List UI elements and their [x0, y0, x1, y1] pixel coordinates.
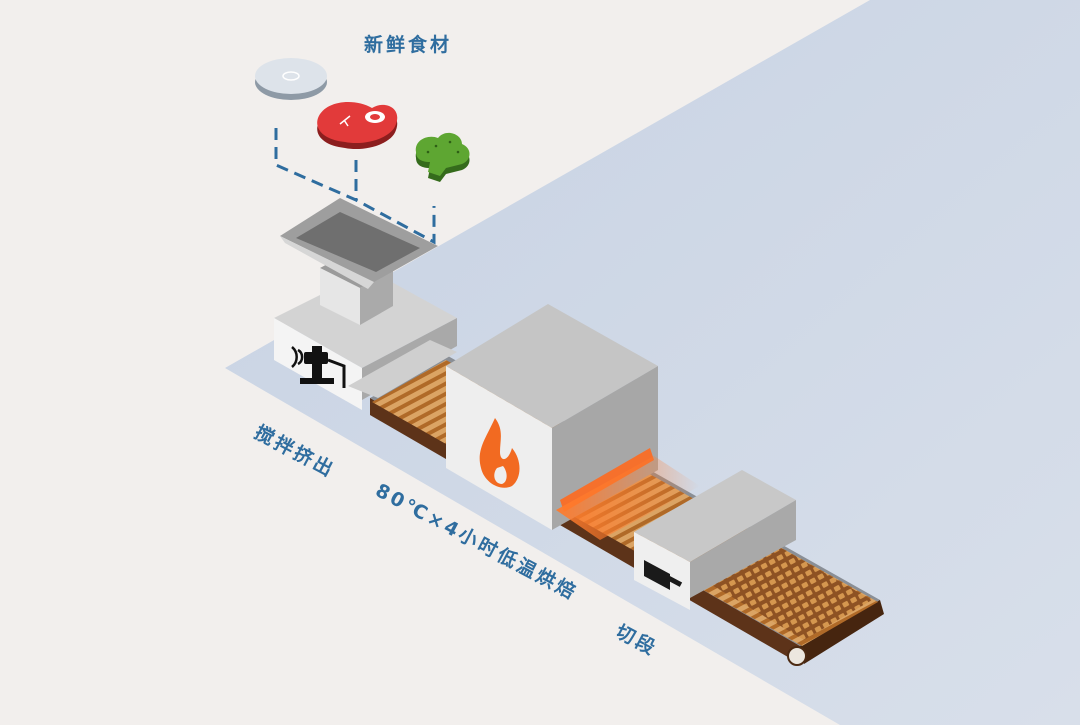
cleaver-icon — [644, 560, 683, 590]
plate-icon — [255, 58, 327, 100]
ingredient-guide-lines — [274, 128, 436, 245]
flame-icon — [479, 418, 520, 488]
broccoli-icon — [415, 132, 470, 182]
mixer-extruder-machine — [274, 198, 457, 410]
steak-icon — [317, 102, 398, 150]
meat-grinder-icon — [291, 346, 346, 388]
floor-plane — [225, 0, 1080, 725]
label-fresh-ingredients: 新鲜食材 — [364, 34, 453, 56]
